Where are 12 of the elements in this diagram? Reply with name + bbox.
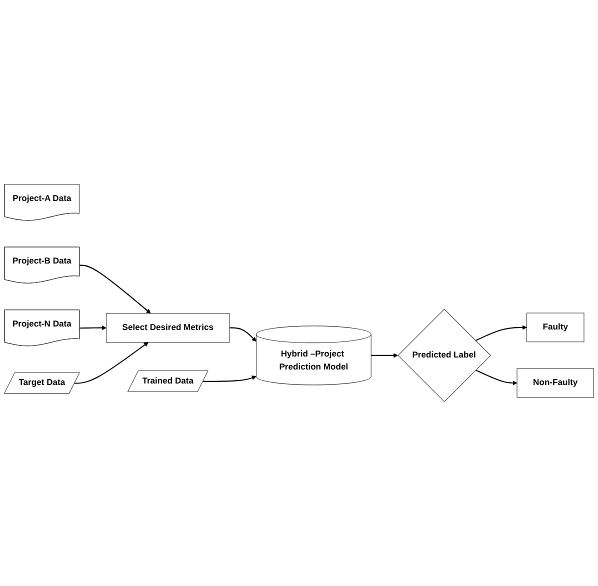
arrow [80, 264, 151, 314]
arrow [475, 325, 527, 342]
arrow [230, 327, 256, 342]
node-box: Faulty [526, 312, 584, 342]
arrow [74, 342, 148, 384]
node-diamond: Predicted Label [398, 308, 491, 402]
arrow [371, 353, 398, 358]
node-box: Non-Faulty [516, 368, 594, 398]
arrow [80, 326, 106, 330]
node-box: Select Desired Metrics [106, 313, 230, 343]
arrow [475, 370, 518, 386]
arrow [203, 376, 256, 382]
